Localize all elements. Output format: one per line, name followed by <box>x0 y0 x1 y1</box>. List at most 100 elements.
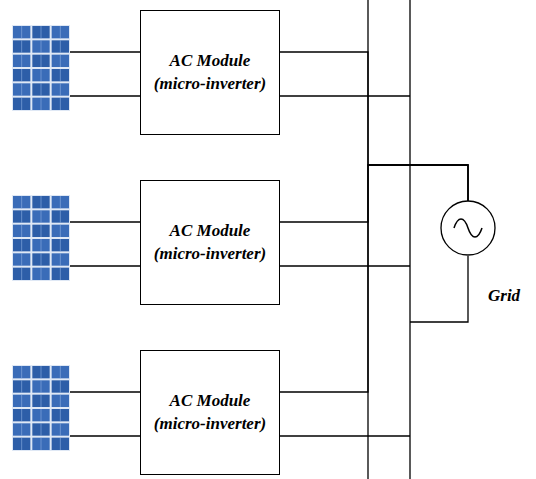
cell-line <box>21 268 22 280</box>
cell-line <box>41 253 42 265</box>
cell-line <box>21 409 22 421</box>
module-label: AC Module (micro-inverter) <box>145 390 275 436</box>
panel-cell <box>52 225 69 237</box>
panel-cell <box>13 98 30 110</box>
panel-cell <box>52 239 69 251</box>
panel-cell <box>52 395 69 407</box>
cell-line <box>60 380 61 392</box>
panel-cell <box>32 225 49 237</box>
cell-line <box>41 98 42 110</box>
cell-line <box>41 40 42 52</box>
panel-cell <box>13 225 30 237</box>
panel-cell <box>13 423 30 435</box>
cell-line <box>60 239 61 251</box>
cell-line <box>41 83 42 95</box>
cell-line <box>41 55 42 67</box>
panel-frame <box>12 365 70 451</box>
panel-cell <box>32 83 49 95</box>
panel-cell <box>13 239 30 251</box>
cell-line <box>41 380 42 392</box>
panel-cell <box>32 438 49 450</box>
cell-line <box>21 210 22 222</box>
output-wire <box>280 265 410 266</box>
panel-cell <box>52 268 69 280</box>
panel-cell <box>52 409 69 421</box>
cell-line <box>21 366 22 378</box>
panel-cell <box>52 26 69 38</box>
cell-line <box>21 395 22 407</box>
panel-wire <box>70 51 140 52</box>
panel-cell <box>13 196 30 208</box>
panel-cell <box>13 366 30 378</box>
cell-line <box>60 83 61 95</box>
panel-cell <box>52 98 69 110</box>
cell-line <box>60 253 61 265</box>
ac-module-box: AC Module (micro-inverter) <box>140 350 280 475</box>
bus-connector <box>280 52 468 201</box>
cell-line <box>21 98 22 110</box>
cell-line <box>60 210 61 222</box>
cell-line <box>60 268 61 280</box>
cell-line <box>60 438 61 450</box>
panel-cell <box>13 395 30 407</box>
cell-line <box>41 423 42 435</box>
panel-cell <box>13 83 30 95</box>
panel-cell <box>32 210 49 222</box>
ac-source-symbol <box>440 200 496 256</box>
panel-cell <box>13 253 30 265</box>
panel-cell <box>32 26 49 38</box>
panel-wire <box>70 221 140 222</box>
panel-frame <box>12 25 70 111</box>
panel-cell <box>52 69 69 81</box>
panel-cell <box>13 55 30 67</box>
cell-line <box>21 225 22 237</box>
panel-cell <box>13 438 30 450</box>
ac-module-box: AC Module (micro-inverter) <box>140 10 280 135</box>
output-wire <box>280 435 410 436</box>
panel-cell <box>32 380 49 392</box>
panel-cell <box>52 380 69 392</box>
grid-wire <box>410 256 468 322</box>
grid-source: Grid <box>440 200 496 256</box>
cell-line <box>41 268 42 280</box>
panel-cell <box>52 83 69 95</box>
cell-line <box>21 40 22 52</box>
panel-frame <box>12 195 70 281</box>
panel-wire <box>70 95 140 96</box>
solar-panel <box>12 25 70 111</box>
panel-cell <box>52 253 69 265</box>
panel-cell <box>32 395 49 407</box>
bus-connector <box>280 165 468 222</box>
panel-cell <box>13 210 30 222</box>
cell-line <box>41 210 42 222</box>
cell-line <box>60 98 61 110</box>
cell-line <box>60 26 61 38</box>
bus-connector <box>280 165 468 392</box>
cell-line <box>60 366 61 378</box>
ac-module-box: AC Module (micro-inverter) <box>140 180 280 305</box>
cell-line <box>41 196 42 208</box>
cell-line <box>21 83 22 95</box>
panel-cell <box>13 268 30 280</box>
cell-line <box>41 438 42 450</box>
cell-line <box>60 395 61 407</box>
panel-cell <box>32 69 49 81</box>
cell-line <box>21 196 22 208</box>
panel-cell <box>52 366 69 378</box>
cell-line <box>21 253 22 265</box>
grid-label: Grid <box>488 285 520 308</box>
panel-cell <box>52 210 69 222</box>
panel-cell <box>32 409 49 421</box>
cell-line <box>41 409 42 421</box>
panel-cell <box>32 55 49 67</box>
cell-line <box>21 423 22 435</box>
panel-cell <box>32 253 49 265</box>
panel-cell <box>32 196 49 208</box>
panel-cell <box>13 380 30 392</box>
panel-cell <box>32 268 49 280</box>
cell-line <box>41 239 42 251</box>
cell-line <box>41 26 42 38</box>
cell-line <box>41 366 42 378</box>
cell-line <box>60 196 61 208</box>
panel-wire <box>70 435 140 436</box>
